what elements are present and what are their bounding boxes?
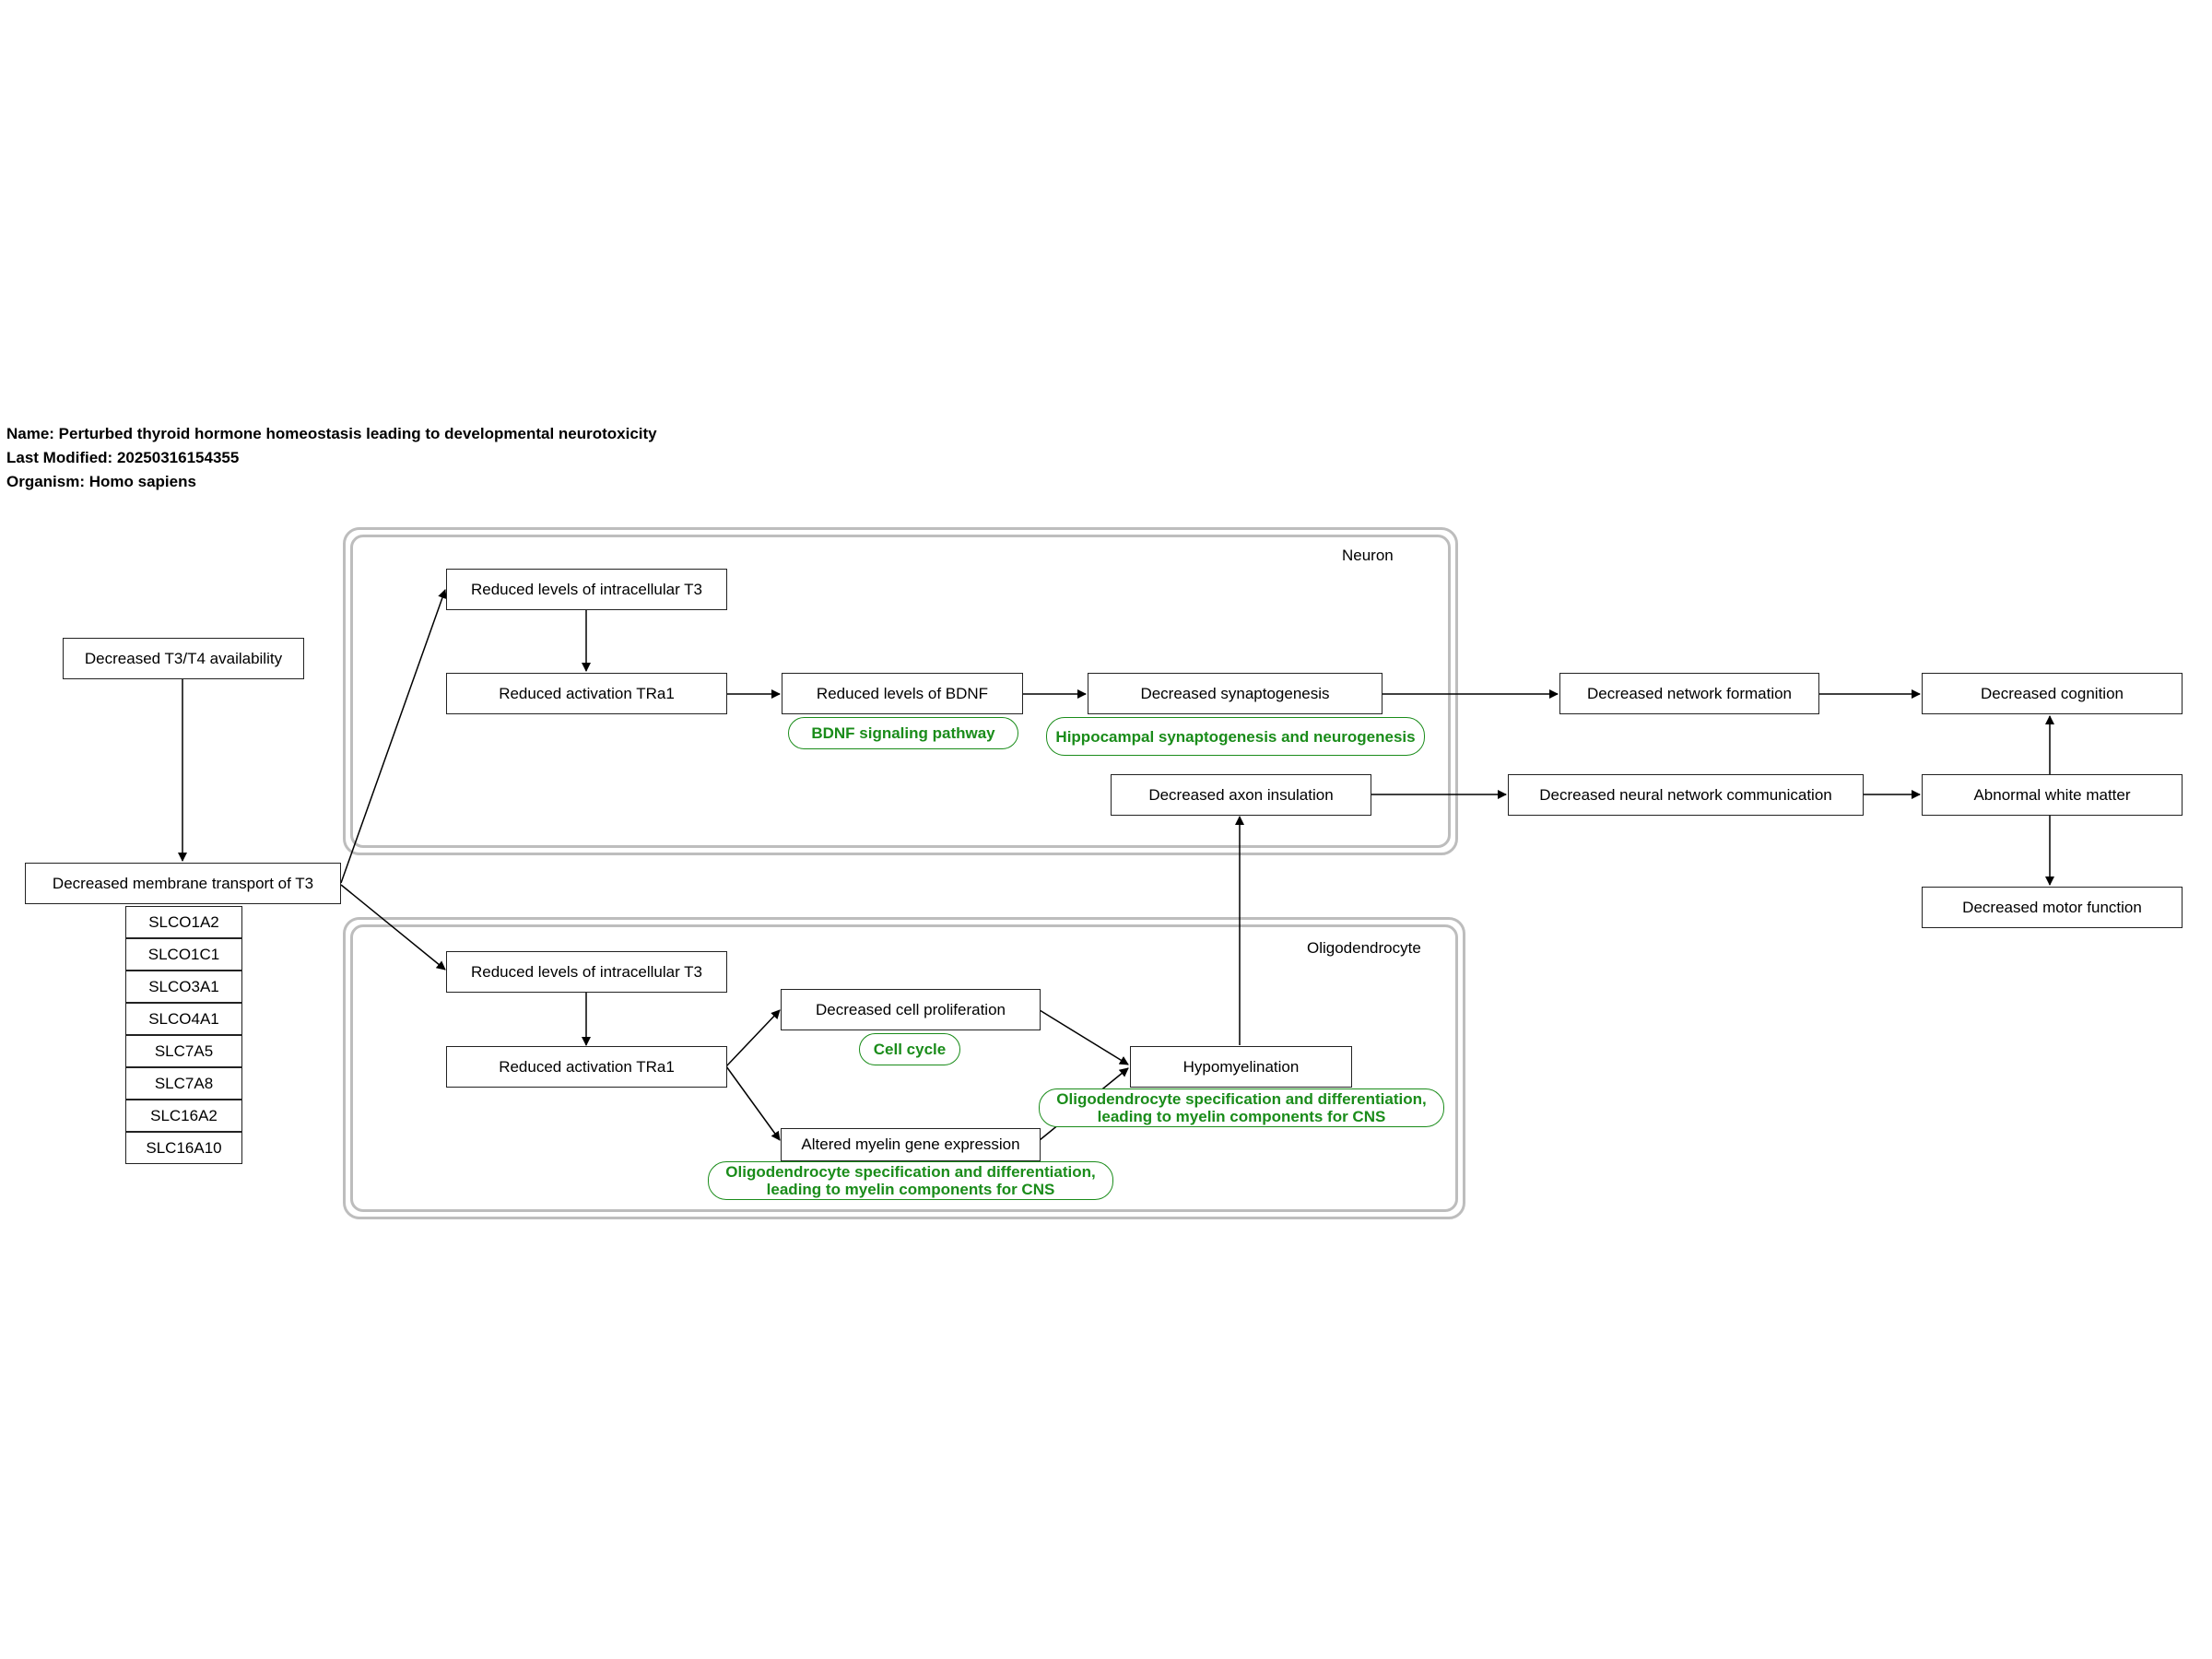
pathway-oligodendrocyte-specification-bottom[interactable]: Oligodendrocyte specification and differ… xyxy=(708,1161,1113,1200)
node-reduced-bdnf[interactable]: Reduced levels of BDNF xyxy=(782,673,1023,714)
node-decreased-synaptogenesis[interactable]: Decreased synaptogenesis xyxy=(1088,673,1382,714)
gene-slco4a1[interactable]: SLCO4A1 xyxy=(125,1003,242,1035)
edge-tra1-proliferation xyxy=(725,1009,781,1067)
edge-membrane-neuron-t3 xyxy=(340,589,447,884)
gene-slc16a10[interactable]: SLC16A10 xyxy=(125,1132,242,1164)
oligodendrocyte-group-label: Oligodendrocyte xyxy=(1307,939,1421,957)
gene-slc7a5[interactable]: SLC7A5 xyxy=(125,1035,242,1067)
node-hypomyelination[interactable]: Hypomyelination xyxy=(1130,1046,1352,1088)
neuron-group-inner xyxy=(350,535,1451,848)
oligodendrocyte-group-inner xyxy=(350,924,1458,1212)
node-decreased-membrane-transport-t3[interactable]: Decreased membrane transport of T3 xyxy=(25,863,341,904)
gene-slco1a2[interactable]: SLCO1A2 xyxy=(125,906,242,938)
node-decreased-motor-function[interactable]: Decreased motor function xyxy=(1922,887,2183,928)
pathway-cell-cycle[interactable]: Cell cycle xyxy=(859,1033,960,1065)
pathway-hippocampal-synaptogenesis[interactable]: Hippocampal synaptogenesis and neurogene… xyxy=(1046,717,1425,756)
node-abnormal-white-matter[interactable]: Abnormal white matter xyxy=(1922,774,2183,816)
node-decreased-axon-insulation[interactable]: Decreased axon insulation xyxy=(1111,774,1371,816)
node-decreased-cognition[interactable]: Decreased cognition xyxy=(1922,673,2183,714)
node-decreased-neural-network-communication[interactable]: Decreased neural network communication xyxy=(1508,774,1864,816)
node-altered-myelin-gene-expression[interactable]: Altered myelin gene expression xyxy=(781,1128,1041,1161)
edge-proliferation-hypomyelination xyxy=(1039,1009,1129,1065)
pathway-oligo-bottom-line2: leading to myelin components for CNS xyxy=(766,1181,1055,1198)
pathway-metadata: Name: Perturbed thyroid hormone homeosta… xyxy=(6,422,657,494)
node-decreased-t3t4-availability[interactable]: Decreased T3/T4 availability xyxy=(63,638,304,679)
pathway-oligodendrocyte-specification-right[interactable]: Oligodendrocyte specification and differ… xyxy=(1039,1088,1444,1127)
last-modified: Last Modified: 20250316154355 xyxy=(6,449,240,466)
gene-slc16a2[interactable]: SLC16A2 xyxy=(125,1100,242,1132)
pathway-oligo-right-line2: leading to myelin components for CNS xyxy=(1097,1108,1386,1125)
edge-membrane-oligo-t3 xyxy=(340,884,446,971)
pathway-name: Name: Perturbed thyroid hormone homeosta… xyxy=(6,425,657,442)
pathway-oligo-bottom-line1: Oligodendrocyte specification and differ… xyxy=(725,1163,1096,1181)
gene-slco3a1[interactable]: SLCO3A1 xyxy=(125,971,242,1003)
edge-tra1-myelin-gene xyxy=(725,1065,781,1141)
pathway-oligo-right-line1: Oligodendrocyte specification and differ… xyxy=(1056,1090,1427,1108)
neuron-group xyxy=(343,527,1458,855)
node-decreased-cell-proliferation[interactable]: Decreased cell proliferation xyxy=(781,989,1041,1030)
neuron-group-label: Neuron xyxy=(1342,547,1394,564)
node-oligo-reduced-activation-tra1[interactable]: Reduced activation TRa1 xyxy=(446,1046,727,1088)
node-neuron-reduced-activation-tra1[interactable]: Reduced activation TRa1 xyxy=(446,673,727,714)
node-decreased-network-formation[interactable]: Decreased network formation xyxy=(1559,673,1819,714)
node-oligo-reduced-intracellular-t3[interactable]: Reduced levels of intracellular T3 xyxy=(446,951,727,993)
pathway-bdnf-signaling[interactable]: BDNF signaling pathway xyxy=(788,717,1018,749)
gene-slc7a8[interactable]: SLC7A8 xyxy=(125,1067,242,1100)
gene-slco1c1[interactable]: SLCO1C1 xyxy=(125,938,242,971)
organism: Organism: Homo sapiens xyxy=(6,473,196,490)
oligodendrocyte-group xyxy=(343,917,1465,1219)
node-neuron-reduced-intracellular-t3[interactable]: Reduced levels of intracellular T3 xyxy=(446,569,727,610)
